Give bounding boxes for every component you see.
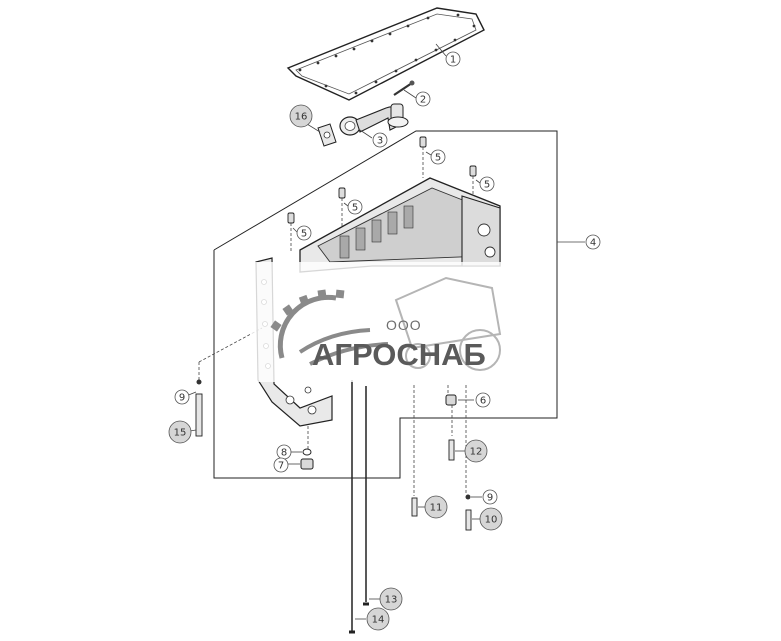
callout-3: 3 bbox=[372, 132, 388, 148]
callout-13: 13 bbox=[379, 587, 403, 611]
callout-7: 7 bbox=[273, 457, 289, 473]
watermark-prefix: ООО bbox=[386, 317, 422, 333]
callout-5-right: 5 bbox=[479, 176, 495, 192]
svg-text:4: 4 bbox=[590, 238, 596, 249]
svg-text:16: 16 bbox=[295, 112, 308, 123]
suction-pipe-gasket bbox=[317, 123, 337, 147]
dowel-pins bbox=[287, 136, 477, 252]
callout-6: 6 bbox=[475, 392, 491, 408]
callout-15: 15 bbox=[168, 420, 192, 444]
svg-text:5: 5 bbox=[352, 203, 358, 214]
bolt-part-2 bbox=[393, 80, 415, 96]
callout-5-middle: 5 bbox=[347, 199, 363, 215]
callout-1: 1 bbox=[445, 51, 461, 67]
watermark-logo: ООО АГРОСНАБ bbox=[250, 262, 540, 382]
svg-text:2: 2 bbox=[420, 95, 426, 106]
callout-4: 4 bbox=[585, 234, 601, 250]
svg-text:5: 5 bbox=[435, 153, 441, 164]
svg-text:9: 9 bbox=[487, 493, 493, 504]
callout-9-right: 9 bbox=[482, 489, 498, 505]
oil-suction-pipe bbox=[339, 103, 409, 136]
svg-text:6: 6 bbox=[480, 396, 486, 407]
callout-11: 11 bbox=[424, 495, 448, 519]
callout-leaders bbox=[185, 43, 585, 620]
svg-text:15: 15 bbox=[174, 428, 187, 439]
svg-text:3: 3 bbox=[377, 136, 383, 147]
tractor-silhouette-icon bbox=[394, 276, 502, 371]
assembly-bracket bbox=[213, 130, 558, 479]
oil-pan-gasket bbox=[286, 7, 485, 101]
svg-text:8: 8 bbox=[281, 448, 287, 459]
svg-text:14: 14 bbox=[372, 615, 385, 626]
callout-9-left: 9 bbox=[174, 389, 190, 405]
bolts-and-washers bbox=[195, 379, 472, 531]
svg-text:7: 7 bbox=[278, 461, 284, 472]
callout-12: 12 bbox=[464, 439, 488, 463]
svg-text:9: 9 bbox=[179, 393, 185, 404]
svg-text:5: 5 bbox=[301, 229, 307, 240]
callout-5-top: 5 bbox=[430, 149, 446, 165]
watermark-company-name: АГРОСНАБ bbox=[312, 337, 486, 372]
callout-10: 10 bbox=[479, 507, 503, 531]
callout-16: 16 bbox=[289, 104, 313, 128]
svg-text:1: 1 bbox=[450, 55, 456, 66]
callout-2: 2 bbox=[415, 91, 431, 107]
callout-5-left: 5 bbox=[296, 225, 312, 241]
svg-text:13: 13 bbox=[385, 595, 398, 606]
long-bolts-13-14 bbox=[349, 380, 369, 634]
svg-text:5: 5 bbox=[484, 180, 490, 191]
callout-8: 8 bbox=[276, 444, 292, 460]
svg-text:11: 11 bbox=[430, 503, 443, 514]
callout-14: 14 bbox=[366, 607, 390, 631]
svg-text:10: 10 bbox=[485, 515, 498, 526]
svg-text:12: 12 bbox=[470, 447, 483, 458]
